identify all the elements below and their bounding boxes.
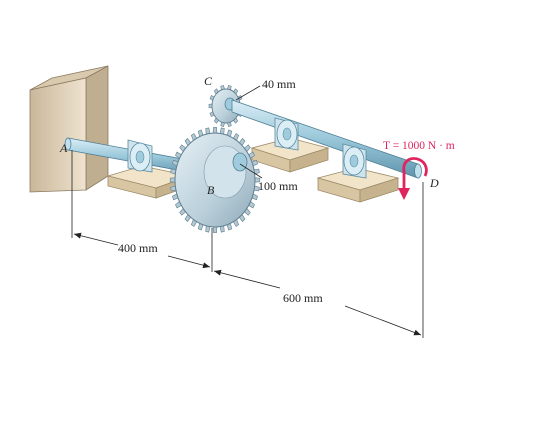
bearing-base-right <box>316 167 400 203</box>
torque-label: T = 1000 N · m <box>383 140 455 152</box>
bearing-base-middle <box>250 137 330 173</box>
fixed-support-wall <box>29 65 109 193</box>
torque-arrow-icon <box>398 157 428 200</box>
bearing-housing-left <box>127 139 153 173</box>
dimension-bd <box>213 269 422 336</box>
shaft-cd <box>231 99 422 179</box>
radius-c-label: 40 mm <box>262 77 296 91</box>
dimension-ab <box>73 232 211 269</box>
radius-leader-b <box>239 163 263 179</box>
radius-b-label: 100 mm <box>258 179 298 193</box>
point-d-label: D <box>429 176 439 190</box>
point-c-label: C <box>204 74 213 88</box>
length-ab-label: 400 mm <box>118 241 158 255</box>
bearing-housing-right <box>342 143 367 179</box>
point-b-label: B <box>207 183 215 197</box>
length-bd-label: 600 mm <box>283 291 323 305</box>
point-a-label: A <box>59 141 68 155</box>
gear-b <box>169 127 261 233</box>
bearing-housing-middle <box>274 117 299 151</box>
radius-leader-c <box>235 85 261 101</box>
